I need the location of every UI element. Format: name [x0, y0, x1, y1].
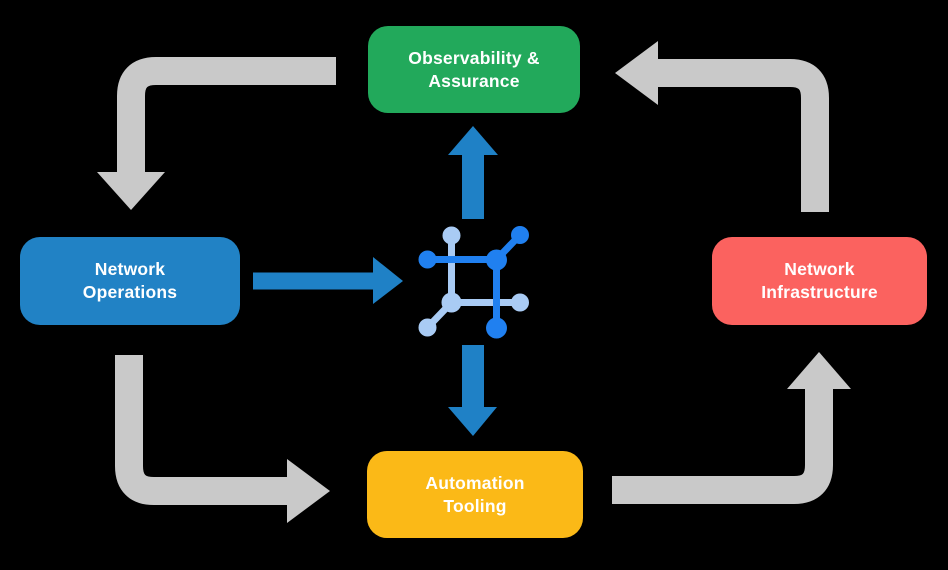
node-network-operations: Network Operations	[20, 237, 240, 325]
node-observability-assurance: Observability & Assurance	[368, 26, 580, 113]
node-label-line: Network	[94, 259, 166, 279]
node-network-infrastructure: Network Infrastructure	[712, 237, 927, 325]
node-label-line: Observability &	[408, 47, 540, 68]
arrow-center-to-automation	[448, 345, 497, 436]
node-label-line: Operations	[82, 282, 178, 302]
node-label-line: Assurance	[428, 70, 520, 91]
arrow-observability-to-operations	[97, 57, 336, 210]
arrow-operations-to-center	[253, 257, 403, 304]
node-automation-tooling: Automation Tooling	[367, 451, 583, 538]
arrow-infrastructure-to-observability	[615, 41, 829, 212]
node-label-line: Infrastructure	[761, 282, 878, 302]
node-label-line: Automation	[425, 472, 525, 493]
arrow-center-to-observability	[448, 126, 498, 219]
node-label-line: Network	[784, 259, 855, 279]
arrow-operations-to-automation	[115, 355, 330, 523]
arrow-automation-to-infrastructure	[612, 352, 851, 504]
network-mesh-icon	[418, 226, 529, 339]
node-label-line: Tooling	[443, 495, 507, 516]
